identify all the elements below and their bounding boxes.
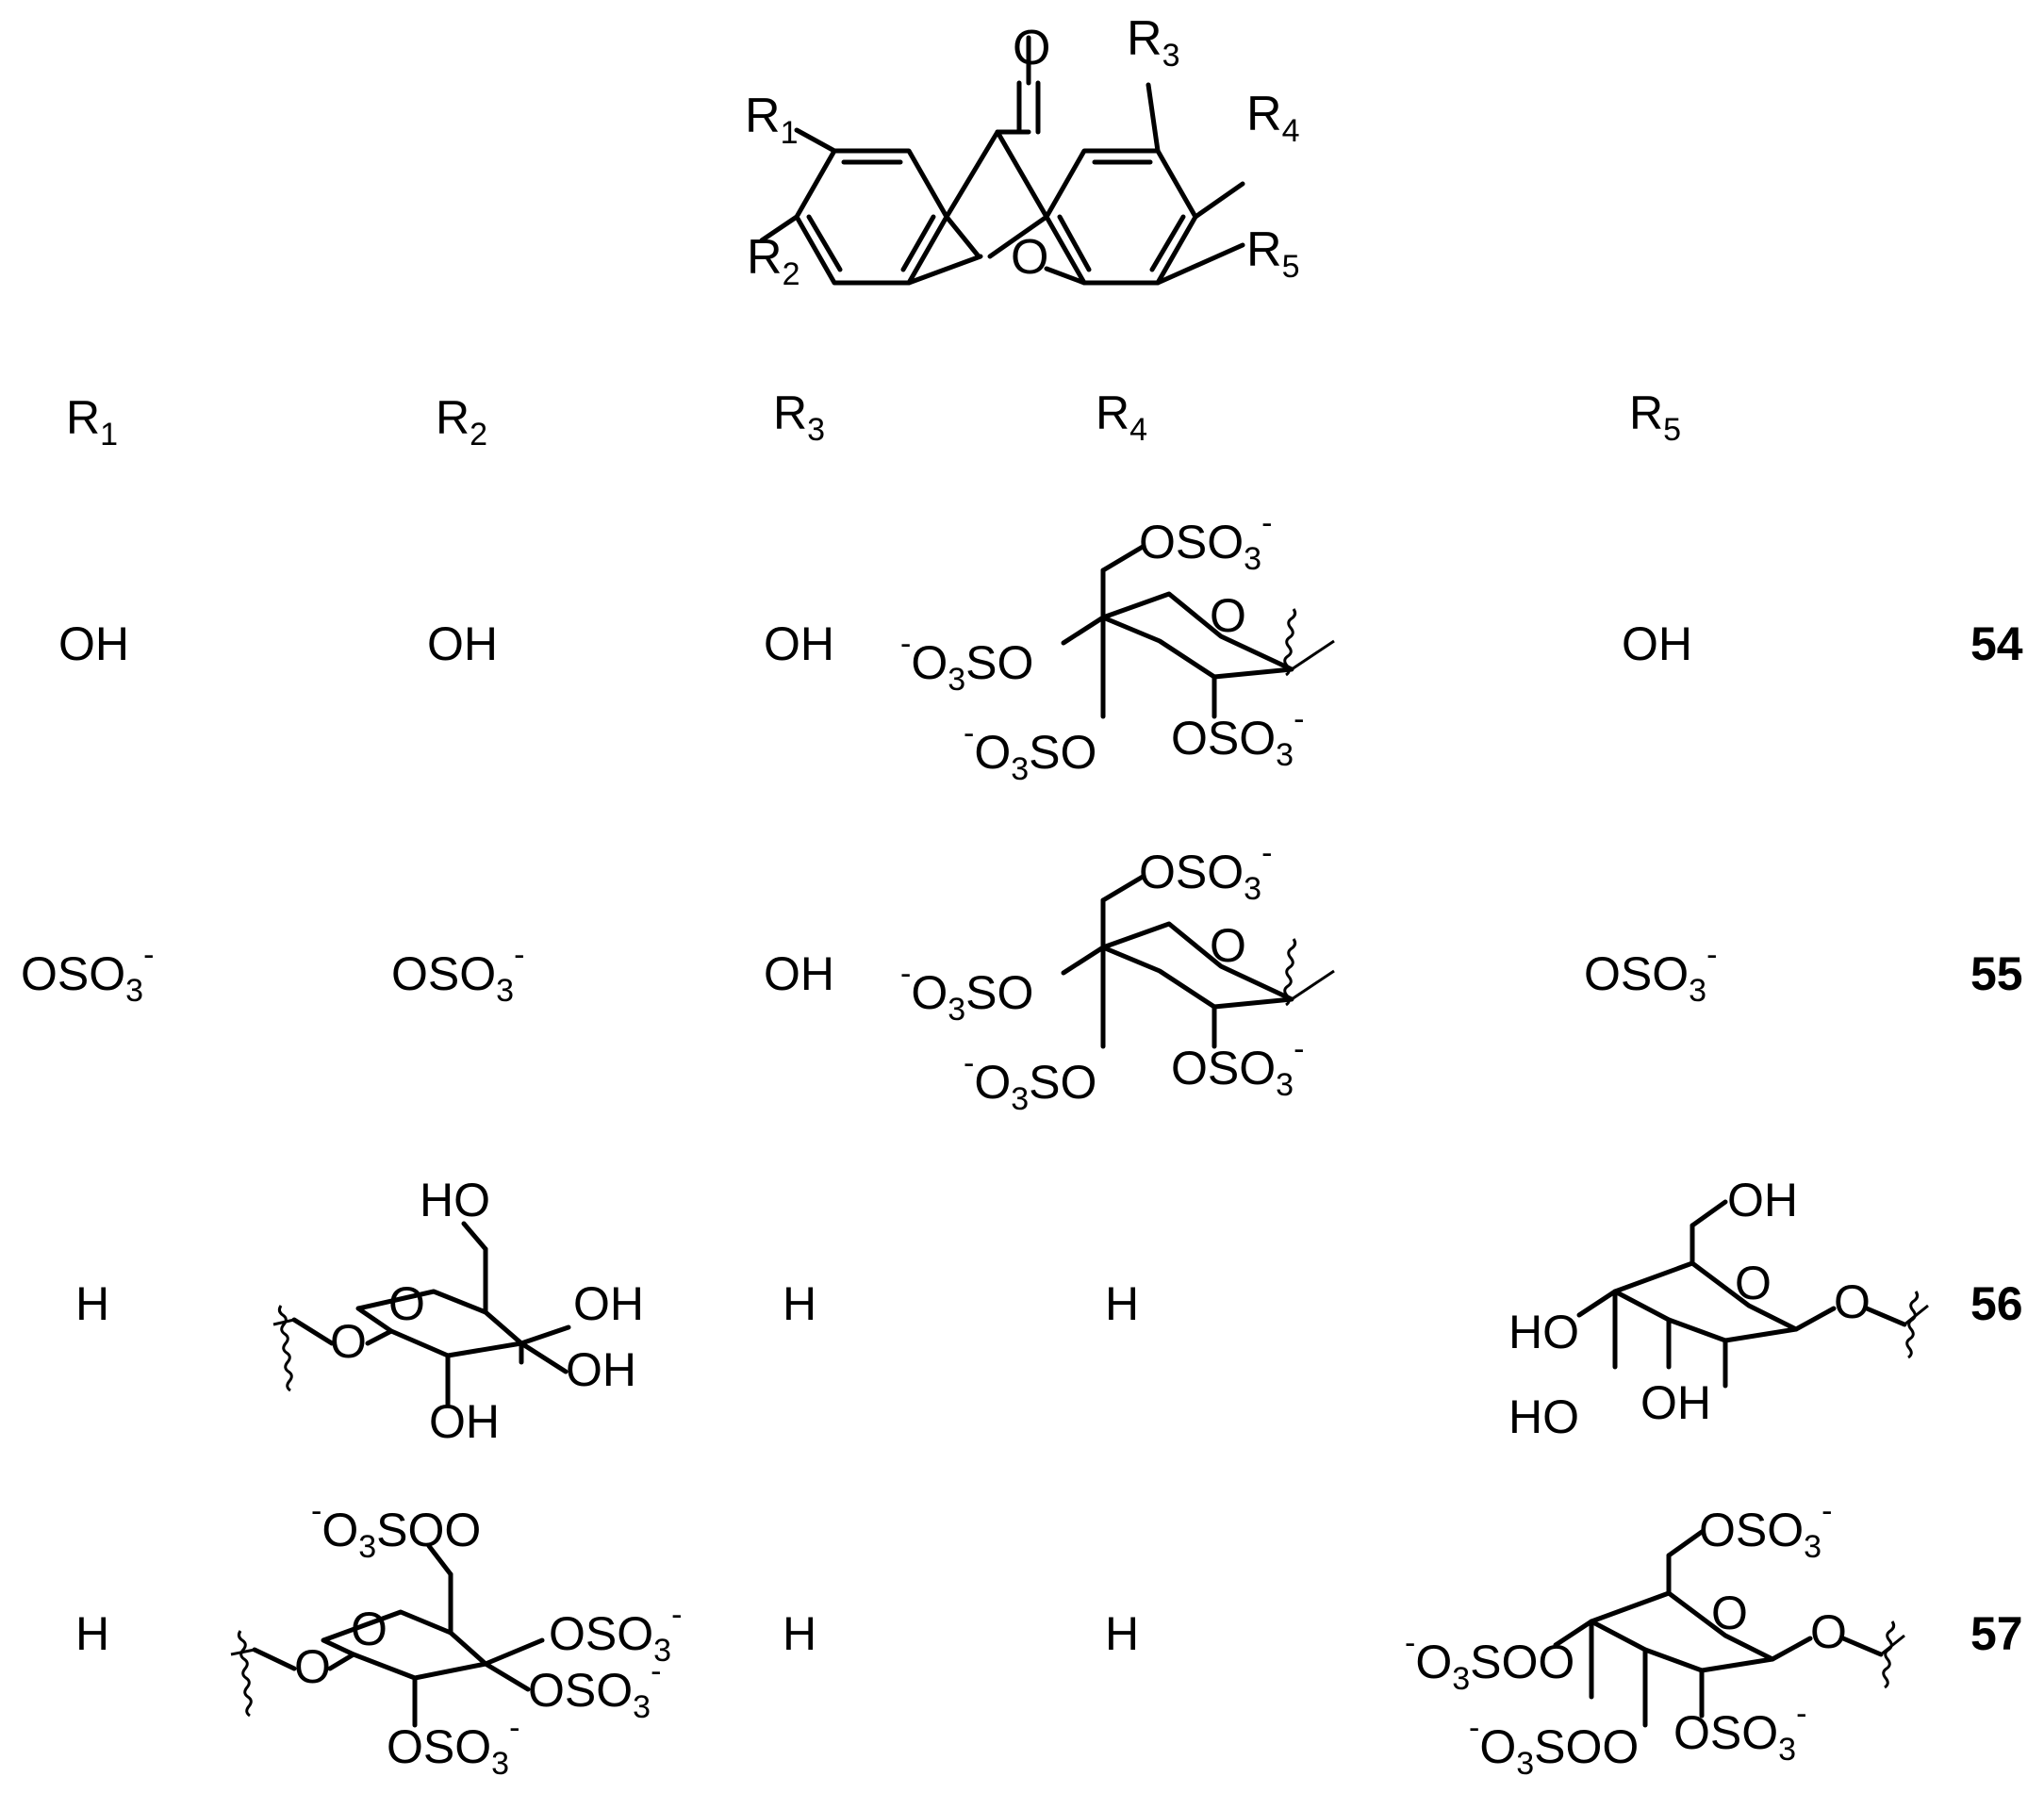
row56-r2-3-oh: OH: [566, 1343, 636, 1396]
row54-3-oso3: -O3SO: [964, 716, 1096, 787]
row56-r2-glucose: O O HO OH OH OH: [272, 1174, 644, 1448]
row54-compound-id: 54: [1970, 617, 2023, 670]
ring-oxygen: O: [1011, 230, 1048, 285]
row56-r2-glycosidic-oxygen: O: [330, 1315, 367, 1368]
row56-r5-glucose: O O OH HO HO OH: [1508, 1174, 1929, 1443]
core-r2-label: R2: [747, 230, 799, 292]
row56-r5-6-oh: OH: [1727, 1174, 1798, 1226]
core-r3-label: R3: [1127, 11, 1179, 74]
row54-r3: OH: [764, 617, 834, 670]
row57-r2-6-oso3: -O3SOO: [311, 1493, 481, 1565]
row55-r4-sulfated-sugar: O OSO3- -O3SO -O3SO OSO3-: [900, 835, 1335, 1117]
row57-r5-2-oso3: OSO3-: [1673, 1696, 1806, 1768]
row55-3-oso3: -O3SO: [964, 1045, 1096, 1117]
row55-2-oso3: OSO3-: [1171, 1031, 1304, 1103]
row57-r4: H: [1105, 1607, 1139, 1660]
row56-r3: H: [783, 1277, 816, 1330]
core-r1-label: R1: [745, 89, 798, 151]
row54-ring-oxygen: O: [1210, 589, 1246, 642]
row54-r2: OH: [427, 617, 498, 670]
row54-r1: OH: [58, 617, 129, 670]
xanthone-core: O O R1 R2 R3 R4 R5: [745, 11, 1299, 292]
row57-r1: H: [75, 1607, 109, 1660]
row55-r5: OSO3-: [1584, 937, 1717, 1009]
header-r5: R5: [1629, 387, 1681, 448]
row56-compound-id: 56: [1970, 1277, 2023, 1330]
row56-r2-ring-oxygen: O: [388, 1277, 425, 1330]
row56-r2-4-oh: OH: [573, 1277, 644, 1330]
row57-r5-4-oso3: -O3SOO: [1405, 1625, 1574, 1697]
row-55: OSO3- OSO3- OH OSO3- 55 O OSO3- -O3SO -O…: [21, 835, 2023, 1117]
row55-compound-id: 55: [1970, 947, 2023, 1000]
row57-r2-3-oso3: OSO3-: [528, 1653, 661, 1725]
row56-r5-glycosidic-oxygen: O: [1834, 1275, 1871, 1328]
row56-r2-6-ho: HO: [420, 1174, 490, 1226]
row57-r3: H: [783, 1607, 816, 1660]
row56-r4: H: [1105, 1277, 1139, 1330]
row57-r2-2-oso3: OSO3-: [387, 1710, 519, 1782]
header-r1: R1: [66, 391, 118, 452]
row54-6-oso3: OSO3-: [1139, 505, 1272, 577]
row57-r5-6-oso3: OSO3-: [1699, 1493, 1832, 1565]
row55-4-oso3: -O3SO: [900, 956, 1033, 1028]
row54-2-oso3: OSO3-: [1171, 701, 1304, 773]
row-54: OH OH OH OH 54 O OSO3- -O3SO -O3SO OSO3-: [58, 505, 2023, 787]
row55-ring-oxygen: O: [1210, 919, 1246, 972]
header-r4: R4: [1096, 387, 1147, 448]
row56-r5-ring-oxygen: O: [1735, 1257, 1772, 1309]
row57-r5-ring-oxygen: O: [1711, 1587, 1748, 1639]
row54-r5: OH: [1622, 617, 1692, 670]
column-headers: R1 R2 R3 R4 R5: [66, 387, 1681, 452]
row56-r5-3-ho: HO: [1508, 1390, 1579, 1443]
row56-r2-2-oh: OH: [429, 1395, 500, 1448]
row57-r2-4-oso3: OSO3-: [549, 1597, 682, 1669]
row-56: H H H 56 O O HO OH OH OH: [75, 1174, 2023, 1448]
row55-r2: OSO3-: [391, 937, 524, 1009]
row55-6-oso3: OSO3-: [1139, 835, 1272, 907]
header-r3: R3: [773, 387, 825, 448]
row56-r5-2-oh: OH: [1640, 1376, 1711, 1429]
row57-r2-ring-oxygen: O: [351, 1603, 387, 1655]
row57-r2-glycosidic-oxygen: O: [294, 1640, 331, 1693]
row55-r1: OSO3-: [21, 937, 154, 1009]
row54-4-oso3: -O3SO: [900, 626, 1033, 698]
row56-r5-4-ho: HO: [1508, 1306, 1579, 1358]
row-57: H H H 57 O O -O3SOO OSO3- OSO3- OSO3-: [75, 1493, 2023, 1782]
core-r4-label: R4: [1246, 87, 1299, 149]
row57-r5-sulfated-sugar: O O OSO3- -O3SOO -O3SOO OSO3-: [1405, 1493, 1905, 1782]
row57-r2-sulfated-sugar: O O -O3SOO OSO3- OSO3- OSO3-: [230, 1493, 682, 1782]
row57-compound-id: 57: [1970, 1607, 2023, 1660]
header-r2: R2: [436, 391, 487, 452]
ketone-oxygen: O: [1013, 21, 1050, 75]
row56-r1: H: [75, 1277, 109, 1330]
row54-r4-sulfated-sugar: O OSO3- -O3SO -O3SO OSO3-: [900, 505, 1335, 787]
row55-r3: OH: [764, 947, 834, 1000]
row57-r5-glycosidic-oxygen: O: [1810, 1605, 1847, 1658]
row57-r5-3-oso3: -O3SOO: [1469, 1710, 1639, 1782]
core-r5-label: R5: [1246, 222, 1299, 285]
